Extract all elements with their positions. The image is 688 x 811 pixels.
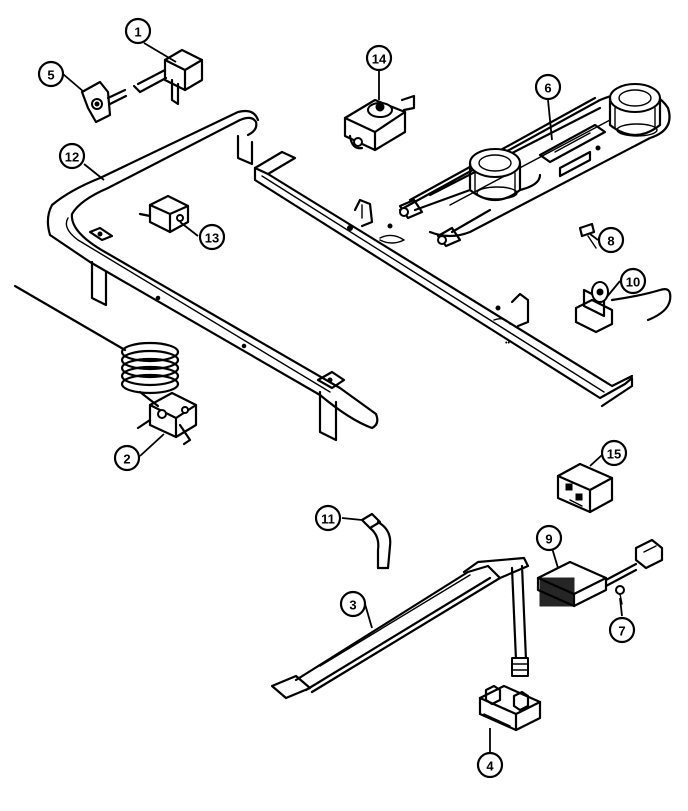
part-ignition-switch xyxy=(132,48,204,106)
callout-13: 13 xyxy=(198,223,226,251)
callout-7: 7 xyxy=(608,616,636,644)
callout-12: 12 xyxy=(58,142,86,170)
leader-12 xyxy=(83,163,105,181)
callout-5-label: 5 xyxy=(47,68,54,83)
svg-text:••: •• xyxy=(505,340,510,347)
leader-13 xyxy=(179,221,199,237)
part-gas-tube xyxy=(360,512,392,570)
callout-5: 5 xyxy=(37,60,65,88)
callout-8-label: 8 xyxy=(607,234,614,249)
callout-4-label: 4 xyxy=(486,759,494,774)
callout-9-label: 9 xyxy=(545,532,552,547)
leader-2 xyxy=(139,433,165,457)
part-switch-bracket xyxy=(80,80,128,124)
callout-14: 14 xyxy=(365,44,393,72)
callout-12-label: 12 xyxy=(65,150,79,165)
callout-6-label: 6 xyxy=(544,81,551,96)
callout-3: 3 xyxy=(339,590,367,618)
callout-15-label: 15 xyxy=(607,447,621,462)
callout-11: 11 xyxy=(314,504,342,532)
part-safety-valve xyxy=(478,684,542,732)
part-burner-valve xyxy=(138,194,190,234)
part-burner-support-frame xyxy=(46,109,379,442)
callout-8: 8 xyxy=(597,226,625,254)
part-top-burner-assembly xyxy=(398,83,671,248)
part-oven-thermostat xyxy=(13,284,198,446)
part-pressure-regulator xyxy=(343,94,416,152)
callout-3-label: 3 xyxy=(349,598,356,613)
part-spark-module xyxy=(536,538,664,608)
leader-1 xyxy=(143,42,177,63)
leader-11 xyxy=(341,517,363,521)
callout-9: 9 xyxy=(535,524,563,552)
part-manifold-bracket: •• xyxy=(253,150,634,408)
leader-15 xyxy=(589,454,603,467)
leader-6 xyxy=(547,99,553,141)
part-igniter-bracket xyxy=(574,281,672,334)
callout-7-label: 7 xyxy=(618,624,625,639)
callout-11-label: 11 xyxy=(321,512,335,527)
callout-2-label: 2 xyxy=(123,452,130,467)
callout-14-label: 14 xyxy=(372,52,387,67)
part-oven-burner xyxy=(270,556,530,700)
leader-7 xyxy=(619,597,623,617)
part-terminal-block xyxy=(556,462,614,514)
part-screw-8 xyxy=(578,222,597,249)
callout-4: 4 xyxy=(476,751,504,779)
callout-13-label: 13 xyxy=(205,231,219,246)
callout-2: 2 xyxy=(113,444,141,472)
callout-10-label: 10 xyxy=(626,275,640,290)
callout-10: 10 xyxy=(619,267,647,295)
callout-15: 15 xyxy=(600,439,628,467)
callout-1: 1 xyxy=(124,17,152,45)
callout-6: 6 xyxy=(534,73,562,101)
leader-8 xyxy=(589,233,599,241)
leader-10 xyxy=(605,280,621,299)
leader-3 xyxy=(364,603,373,629)
leader-5 xyxy=(62,73,85,93)
callout-1-label: 1 xyxy=(134,25,141,40)
